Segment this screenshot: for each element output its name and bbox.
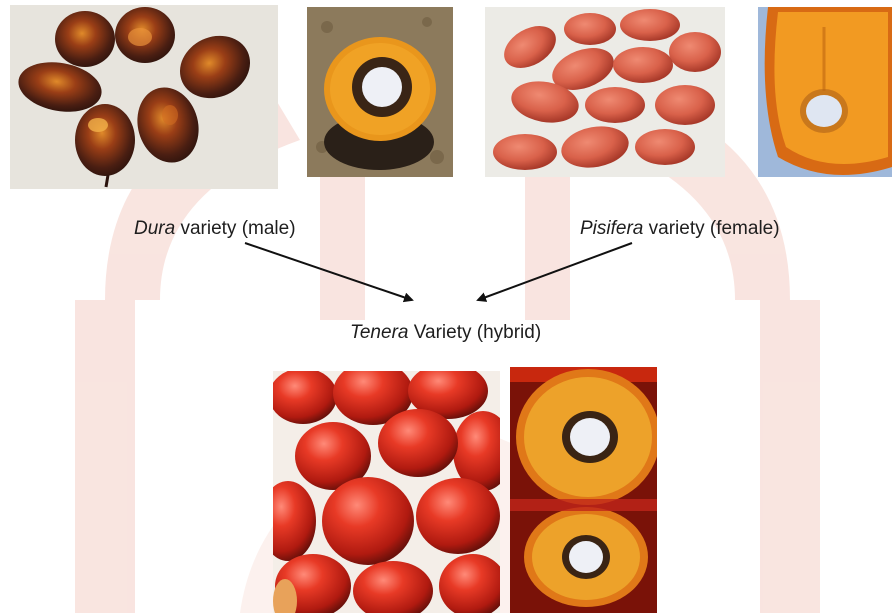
dura-variety-name: Dura	[134, 218, 175, 239]
pisifera-variety-name: Pisifera	[580, 218, 643, 239]
dura-caption: Dura variety (male)	[134, 219, 296, 238]
dura-fruits-photo	[10, 5, 278, 189]
dura-cross-section-photo	[307, 7, 453, 177]
pisifera-fruits-photo	[485, 7, 725, 177]
dura-variety-label: variety (male)	[175, 218, 295, 239]
tenera-variety-label: Variety (hybrid)	[408, 322, 541, 343]
tenera-caption: Tenera Variety (hybrid)	[350, 323, 541, 342]
tenera-fruits-photo	[273, 371, 500, 613]
tenera-cross-section-photo	[510, 367, 657, 613]
tenera-variety-name: Tenera	[350, 322, 408, 343]
pisifera-cross-section-photo	[758, 7, 892, 177]
pisifera-variety-label: variety (female)	[643, 218, 779, 239]
pisifera-caption: Pisifera variety (female)	[580, 219, 780, 238]
